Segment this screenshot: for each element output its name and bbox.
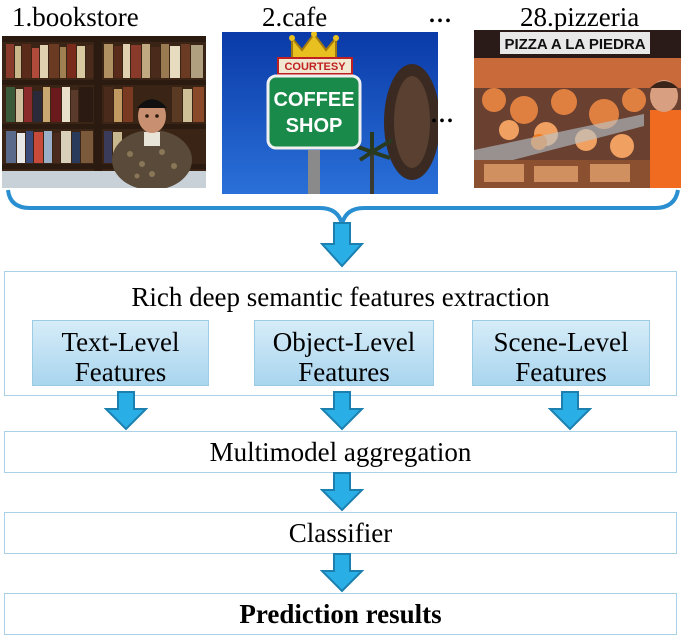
text-level-line1: Text-Level — [61, 327, 180, 357]
scene-label-pizzeria: 28.pizzeria — [520, 2, 640, 32]
pizzeria-photo: PIZZA A LA PIEDRA — [474, 30, 681, 188]
cafe-sign-line2: SHOP — [286, 115, 343, 137]
down-arrow-icon — [320, 472, 364, 512]
object-level-line1: Object-Level — [272, 327, 416, 357]
down-arrow-icon — [104, 391, 148, 431]
down-arrow-icon — [548, 391, 592, 431]
grouping-brace — [6, 189, 680, 225]
aggregation-box: Multimodel aggregation — [4, 431, 677, 473]
text-level-features: Text-Level Features — [32, 320, 209, 387]
ellipsis-mid: ... — [430, 93, 454, 129]
bookstore-photo — [2, 36, 206, 188]
down-arrow-icon — [320, 222, 364, 268]
object-level-line2: Features — [298, 357, 390, 387]
scene-label-bookstore: 1.bookstore — [12, 2, 139, 32]
feature-extraction-title: Rich deep semantic features extraction — [131, 282, 550, 312]
scene-level-features: Scene-Level Features — [472, 320, 650, 387]
prediction-label: Prediction results — [239, 599, 442, 629]
scene-label-cafe: 2.cafe — [262, 2, 328, 32]
scene-level-line1: Scene-Level — [493, 327, 629, 357]
scene-level-line2: Features — [515, 357, 607, 387]
cafe-sign-top: COURTESY — [284, 61, 346, 73]
ellipsis-top: ... — [428, 0, 452, 29]
aggregation-label: Multimodel aggregation — [209, 437, 472, 467]
down-arrow-icon — [320, 553, 364, 593]
classifier-box: Classifier — [4, 512, 677, 554]
object-level-features: Object-Level Features — [254, 320, 434, 387]
classifier-label: Classifier — [288, 518, 393, 548]
text-level-line2: Features — [74, 357, 167, 387]
cafe-sign-line1: COFFEE — [273, 89, 354, 111]
pizza-sign: PIZZA A LA PIEDRA — [504, 36, 645, 53]
down-arrow-icon — [320, 391, 364, 431]
cafe-photo: COURTESY COFFEE SHOP — [222, 32, 438, 194]
prediction-box: Prediction results — [4, 593, 677, 635]
